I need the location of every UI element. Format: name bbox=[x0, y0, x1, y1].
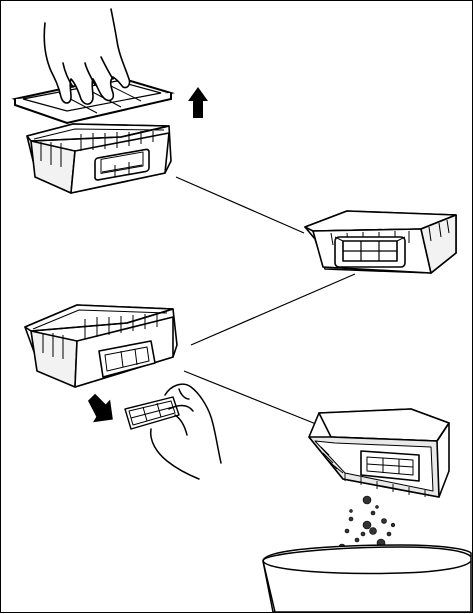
step-1-lift-lid bbox=[11, 8, 208, 194]
connector-line-3 bbox=[183, 370, 317, 425]
hand-bottom bbox=[149, 383, 222, 480]
hand-top bbox=[43, 8, 131, 105]
waste-bin bbox=[262, 544, 472, 613]
connector-lines bbox=[175, 176, 356, 425]
step-2-basket bbox=[304, 210, 457, 274]
basket-top-left bbox=[26, 123, 172, 194]
arrow-down-icon bbox=[88, 393, 113, 423]
arrow-up-icon bbox=[188, 87, 208, 118]
tipped-basket bbox=[308, 408, 450, 498]
step-3-remove-filter bbox=[24, 304, 222, 480]
step-4-empty-debris bbox=[262, 408, 472, 613]
connector-line-1 bbox=[175, 176, 305, 234]
filter-cartridge bbox=[124, 396, 180, 430]
basket-middle-left bbox=[24, 304, 178, 388]
connector-line-2 bbox=[190, 273, 356, 346]
filter-window-right bbox=[334, 236, 406, 268]
